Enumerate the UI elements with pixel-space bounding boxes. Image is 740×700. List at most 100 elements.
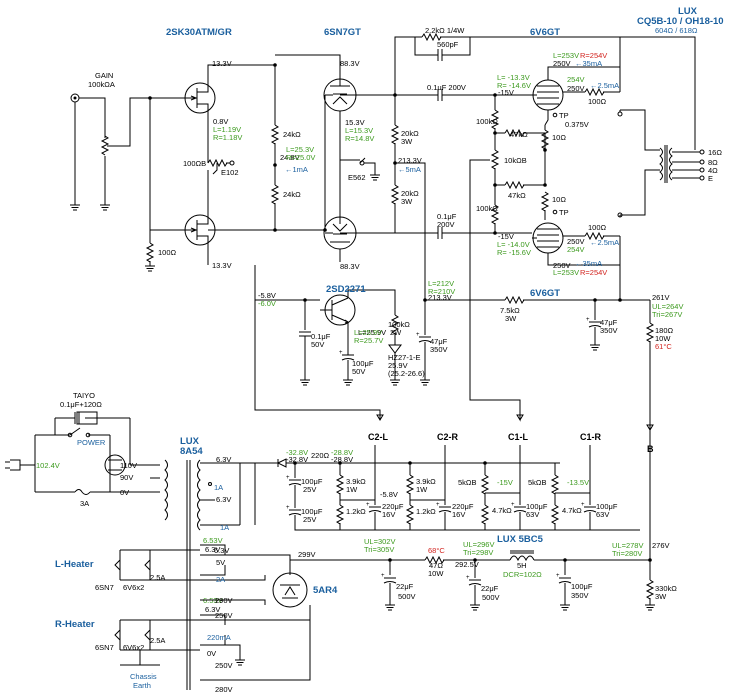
svg-text:47kΩ: 47kΩ [508, 191, 526, 200]
svg-text:47μF: 47μF [430, 337, 448, 346]
svg-text:16V: 16V [452, 510, 465, 519]
svg-text:←5mA: ←5mA [398, 165, 421, 174]
svg-text:5AR4: 5AR4 [313, 585, 338, 596]
svg-text:47μF: 47μF [600, 318, 618, 327]
svg-text:68°C: 68°C [428, 546, 445, 555]
svg-text:2.2kΩ 1/4W: 2.2kΩ 1/4W [425, 26, 465, 35]
svg-text:R=25.7V: R=25.7V [354, 336, 383, 345]
svg-text:UL=278V: UL=278V [612, 541, 643, 550]
svg-text:R=254V: R=254V [580, 268, 607, 277]
svg-text:7.5kΩ: 7.5kΩ [500, 306, 520, 315]
output-stage: L=253V R=254V 250V ←35mA 254V 250V ←2.5m… [532, 51, 722, 277]
svg-text:200V: 200V [437, 220, 455, 229]
svg-text:2W: 2W [390, 328, 402, 337]
svg-text:25V: 25V [303, 485, 316, 494]
svg-text:0.8V: 0.8V [213, 117, 228, 126]
svg-text:-15V: -15V [498, 88, 514, 97]
6sn7-stage: 88.3V 15.3V L=15.3V R=14.8V E562 88.3V 2… [275, 54, 426, 300]
svg-text:L= -13.3V: L= -13.3V [497, 73, 530, 82]
svg-text:-13.5V: -13.5V [567, 478, 589, 487]
svg-text:0.375V: 0.375V [565, 120, 589, 129]
svg-text:1.2kΩ: 1.2kΩ [416, 507, 436, 516]
svg-text:22μF: 22μF [481, 584, 499, 593]
svg-text:LUX 5BC5: LUX 5BC5 [497, 534, 544, 545]
svg-text:24kΩ: 24kΩ [283, 190, 301, 199]
svg-text:280V: 280V [215, 685, 233, 694]
svg-text:100μF: 100μF [526, 502, 548, 511]
svg-text:6.3V: 6.3V [214, 546, 229, 555]
svg-text:TAIYO: TAIYO [73, 391, 95, 400]
svg-text:47Ω: 47Ω [429, 561, 443, 570]
svg-text:299V: 299V [298, 550, 316, 559]
svg-text:6.3V: 6.3V [216, 495, 231, 504]
svg-text:2.5A: 2.5A [150, 573, 165, 582]
svg-text:6V6x2: 6V6x2 [123, 643, 144, 652]
svg-text:3A: 3A [80, 499, 89, 508]
svg-text:100ΩB: 100ΩB [183, 159, 206, 168]
svg-text:L=1.19V: L=1.19V [213, 125, 241, 134]
6sn7-title: 6SN7GT [324, 27, 361, 38]
opt-impedance: 604Ω / 618Ω [655, 26, 698, 35]
svg-text:3W: 3W [401, 197, 413, 206]
svg-text:DCR=102Ω: DCR=102Ω [503, 570, 542, 579]
svg-text:←35mA: ←35mA [575, 59, 602, 68]
svg-text:L=25.9V: L=25.9V [358, 328, 386, 337]
svg-text:10Ω: 10Ω [552, 195, 566, 204]
svg-text:←35mA: ←35mA [575, 259, 602, 268]
tube-headers: 2SK30ATM/GR 6SN7GT 6V6GT LUX CQ5B-10 / O… [166, 6, 724, 299]
svg-text:5kΩB: 5kΩB [528, 478, 547, 487]
input-stage: GAIN 100kΩA 13.3V 0.8V L=1.19V R=1.18V 1… [69, 59, 325, 272]
svg-text:330kΩ: 330kΩ [655, 584, 677, 593]
svg-text:20kΩ: 20kΩ [401, 189, 419, 198]
svg-text:(25.2-26.6): (25.2-26.6) [388, 369, 425, 378]
svg-text:L=25.9V: L=25.9V [354, 328, 382, 337]
svg-text:61°C: 61°C [655, 342, 672, 351]
svg-text:C2-R: C2-R [437, 432, 459, 442]
svg-text:2.5A: 2.5A [150, 636, 165, 645]
svg-text:-5.8V: -5.8V [258, 291, 276, 300]
svg-text:1A: 1A [214, 483, 223, 492]
svg-text:3W: 3W [655, 592, 667, 601]
svg-text:110V: 110V [120, 461, 137, 470]
svg-text:100μF: 100μF [596, 502, 618, 511]
svg-text:0.1μF+120Ω: 0.1μF+120Ω [60, 400, 102, 409]
svg-text:5H: 5H [517, 561, 527, 570]
svg-text:292.5V: 292.5V [455, 560, 479, 569]
svg-text:15.3V: 15.3V [345, 118, 365, 127]
svg-text:←1mA: ←1mA [285, 165, 308, 174]
svg-text:1.2kΩ: 1.2kΩ [346, 507, 366, 516]
svg-text:-15V: -15V [497, 478, 513, 487]
svg-text:220μF: 220μF [452, 502, 474, 511]
svg-text:L=253V: L=253V [553, 51, 579, 60]
svg-text:250V: 250V [215, 661, 233, 670]
svg-text:100Ω: 100Ω [158, 248, 177, 257]
svg-text:350V: 350V [430, 345, 448, 354]
svg-text:500V: 500V [398, 592, 416, 601]
svg-text:6V6x2: 6V6x2 [123, 583, 144, 592]
svg-text:88.3V: 88.3V [340, 262, 360, 271]
svg-text:0.1μF: 0.1μF [311, 332, 331, 341]
svg-text:560pF: 560pF [437, 40, 459, 49]
svg-text:47kΩ: 47kΩ [510, 130, 528, 139]
svg-text:290V: 290V [215, 596, 233, 605]
svg-text:8A54: 8A54 [180, 446, 203, 457]
svg-text:R=210V: R=210V [428, 287, 455, 296]
svg-text:24kΩ: 24kΩ [283, 130, 301, 139]
svg-text:63V: 63V [526, 510, 539, 519]
svg-text:L=212V: L=212V [428, 279, 454, 288]
svg-text:250V: 250V [215, 611, 233, 620]
svg-text:L-Heater: L-Heater [55, 559, 94, 570]
svg-text:25V: 25V [303, 515, 316, 524]
svg-text:0V: 0V [207, 649, 216, 658]
svg-text:←2.5mA: ←2.5mA [590, 81, 619, 90]
6v6-title-2: 6V6GT [530, 288, 560, 299]
svg-text:L= -14.0V: L= -14.0V [497, 240, 530, 249]
svg-text:TP: TP [559, 111, 569, 120]
svg-text:5V: 5V [216, 558, 225, 567]
svg-text:R=1.18V: R=1.18V [213, 133, 242, 142]
svg-text:6SN7: 6SN7 [95, 583, 114, 592]
svg-text:220μF: 220μF [382, 502, 404, 511]
svg-text:3W: 3W [401, 137, 413, 146]
svg-text:L=15.3V: L=15.3V [345, 126, 373, 135]
svg-text:Tri=280V: Tri=280V [612, 549, 642, 558]
